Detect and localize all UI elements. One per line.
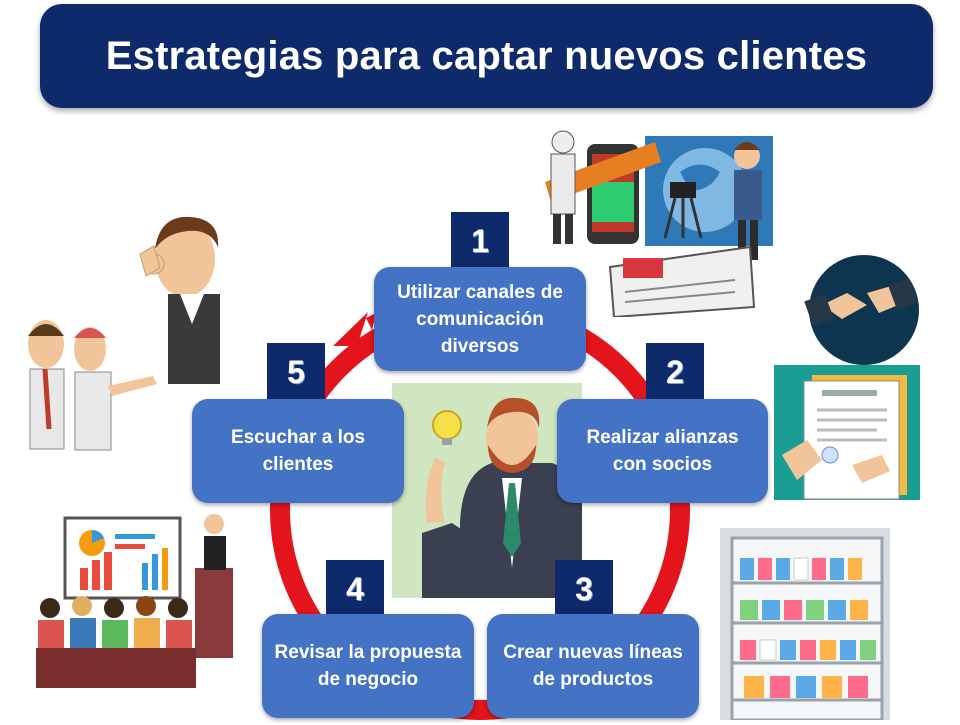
cycle-arrowhead	[333, 312, 368, 346]
listening-people-icon	[20, 214, 230, 454]
step-1-number: 1	[451, 212, 509, 270]
step-5-number: 5	[267, 343, 325, 401]
handshake-contract-icon	[772, 255, 920, 500]
step-5-label: Escuchar a los clientes	[230, 427, 366, 475]
step-2-box: Realizar alianzas con socios	[557, 399, 768, 503]
step-3-label: Crear nuevas líneas de productos	[503, 642, 683, 690]
step-4-box: Revisar la propuesta de negocio	[262, 614, 474, 718]
businessman-idea-icon	[392, 383, 584, 598]
step-4-label: Revisar la propuesta de negocio	[274, 642, 462, 690]
title-banner: Estrategias para captar nuevos clientes	[40, 4, 933, 108]
step-4-number: 4	[326, 560, 384, 618]
step-3-number: 3	[555, 560, 613, 618]
step-2-number: 2	[646, 343, 704, 401]
media-channels-icon	[515, 122, 780, 319]
presentation-audience-icon	[30, 508, 245, 698]
step-1-label: Utilizar canales de comunicación diverso…	[397, 281, 563, 357]
page-title: Estrategias para captar nuevos clientes	[105, 33, 868, 78]
step-3-box: Crear nuevas líneas de productos	[487, 614, 699, 718]
supermarket-shelf-icon	[720, 528, 890, 722]
step-1-box: Utilizar canales de comunicación diverso…	[374, 267, 586, 371]
step-5-box: Escuchar a los clientes	[192, 399, 404, 503]
step-2-label: Realizar alianzas con socios	[586, 427, 739, 475]
